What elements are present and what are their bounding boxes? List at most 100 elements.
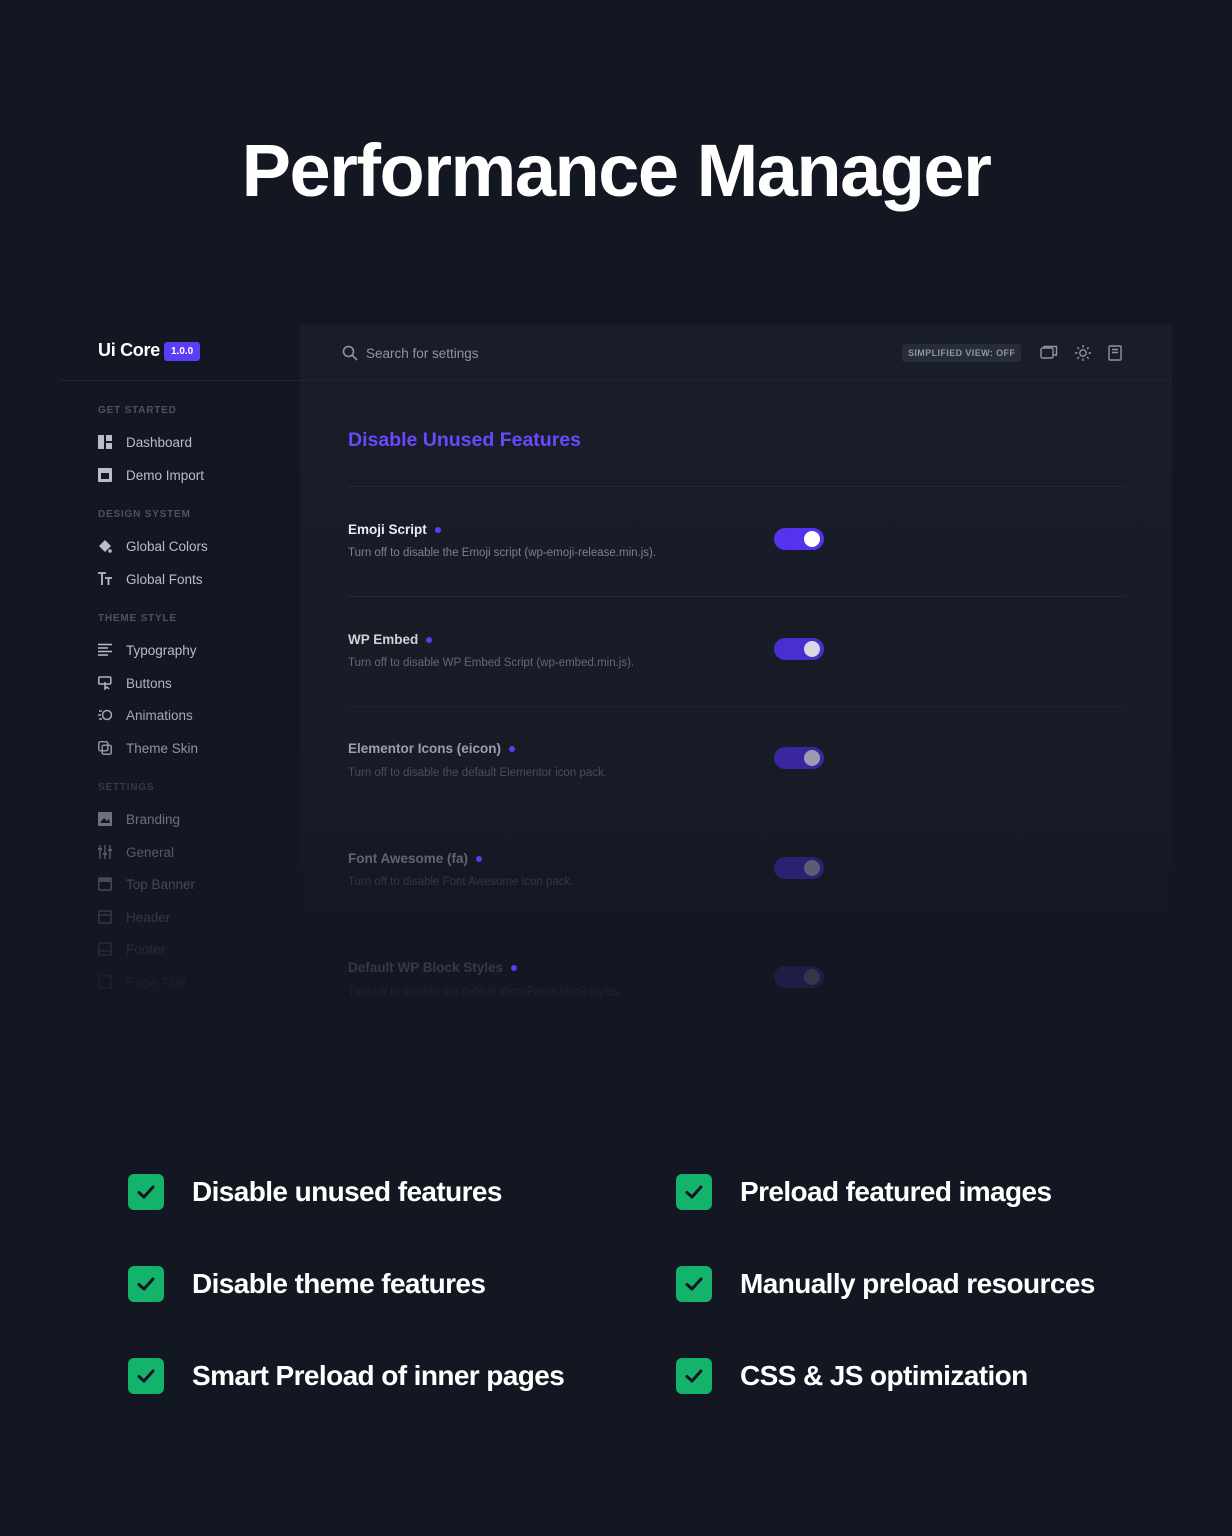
version-badge: 1.0.0 <box>164 342 201 361</box>
footer-icon <box>98 942 112 956</box>
book-icon[interactable] <box>1106 344 1124 362</box>
page-title: Performance Manager <box>241 129 992 212</box>
sidebar-item-label: Global Fonts <box>126 571 203 587</box>
sidebar-item-label: General <box>126 844 175 860</box>
sidebar-item-global-colors[interactable]: Global Colors <box>98 536 208 556</box>
page-title-icon <box>98 975 112 989</box>
sidebar-item-branding[interactable]: Branding <box>98 809 180 829</box>
image-icon <box>98 812 112 826</box>
brand-area: Ui Core 1.0.0 <box>60 325 300 381</box>
sidebar-item-label: Page Title <box>126 974 187 990</box>
sidebar-section-get-started: GET STARTED <box>98 405 177 416</box>
topbar: SIMPLIFIED VIEW: OFF <box>300 325 1172 381</box>
checkmark-icon <box>128 1266 164 1302</box>
banner-icon <box>98 877 112 891</box>
setting-name: Font Awesome (fa) <box>348 851 483 866</box>
setting-name: Emoji Script <box>348 522 441 537</box>
sidebar-item-label: Animations <box>126 707 193 723</box>
sidebar-item-label: Buttons <box>126 675 172 691</box>
paint-bucket-icon <box>98 539 112 553</box>
sliders-icon <box>98 845 112 859</box>
feature-label: Preload featured images <box>740 1176 1052 1207</box>
sidebar-section-settings: SETTINGS <box>98 782 155 793</box>
sidebar-section-design-system: DESIGN SYSTEM <box>98 509 191 520</box>
default-wp-block-styles-toggle[interactable] <box>774 966 824 988</box>
sidebar-item-top-banner[interactable]: Top Banner <box>98 874 195 894</box>
sidebar-item-label: Dashboard <box>126 434 193 450</box>
section-title: Disable Unused Features <box>348 429 581 451</box>
feature-item: Disable unused features <box>128 1172 502 1212</box>
text-align-icon <box>98 643 112 657</box>
feature-item: CSS & JS optimization <box>676 1356 1028 1396</box>
checkmark-icon <box>676 1266 712 1302</box>
main-panel: SIMPLIFIED VIEW: OFF Disable Unused Feat… <box>300 325 1172 925</box>
divider <box>348 486 1126 487</box>
status-dot <box>434 526 441 533</box>
sidebar-item-animations[interactable]: Animations <box>98 705 193 725</box>
sun-icon[interactable] <box>1074 344 1092 362</box>
header-icon <box>98 910 112 924</box>
wp-embed-toggle[interactable] <box>774 638 824 660</box>
sidebar-item-label: Theme Skin <box>126 740 199 756</box>
feature-item: Preload featured images <box>676 1172 1052 1212</box>
divider <box>348 706 1126 707</box>
setting-description: Turn off to disable Font Awesome icon pa… <box>348 876 574 888</box>
status-dot <box>511 964 518 971</box>
status-dot <box>509 745 516 752</box>
search-icon <box>342 345 358 361</box>
font-awesome-toggle[interactable] <box>774 857 824 879</box>
setting-description: Turn off to disable the default Elemento… <box>348 767 607 779</box>
setting-name: Elementor Icons (eicon) <box>348 741 516 756</box>
sidebar-item-general[interactable]: General <box>98 842 174 862</box>
app-window: Ui Core 1.0.0 GET STARTED Dashboard Demo… <box>60 325 1172 1025</box>
sidebar-item-label: Typography <box>126 642 197 658</box>
sidebar-item-typography[interactable]: Typography <box>98 640 197 660</box>
elementor-icons-toggle[interactable] <box>774 747 824 769</box>
logo[interactable]: Ui Core <box>98 340 160 360</box>
sidebar-item-label: Branding <box>126 811 181 827</box>
simplified-view-toggle[interactable]: SIMPLIFIED VIEW: OFF <box>902 344 1022 362</box>
sidebar-item-demo-import[interactable]: Demo Import <box>98 465 204 485</box>
sidebar-item-header[interactable]: Header <box>98 907 170 927</box>
sidebar-item-theme-skin[interactable]: Theme Skin <box>98 738 198 758</box>
skin-icon <box>98 741 112 755</box>
divider <box>348 596 1126 597</box>
checkmark-icon <box>128 1174 164 1210</box>
dashboard-icon <box>98 435 112 449</box>
sidebar-item-global-fonts[interactable]: Global Fonts <box>98 569 203 589</box>
toggle-knob <box>804 860 820 876</box>
feature-label: Smart Preload of inner pages <box>192 1360 565 1391</box>
toggle-knob <box>804 641 820 657</box>
button-cursor-icon <box>98 676 112 690</box>
toggle-knob <box>804 531 820 547</box>
emoji-script-toggle[interactable] <box>774 528 824 550</box>
setting-description: Turn off to disable the Emoji script (wp… <box>348 547 657 559</box>
setting-row-default-wp-block-styles: Default WP Block Styles Turn off to disa… <box>300 325 1172 1025</box>
status-dot <box>426 636 433 643</box>
feature-label: Manually preload resources <box>740 1268 1095 1299</box>
sidebar-item-footer[interactable]: Footer <box>98 939 165 959</box>
sidebar: GET STARTED Dashboard Demo Import DESIGN… <box>60 381 300 1031</box>
feature-label: Disable unused features <box>192 1176 502 1207</box>
sidebar-item-label: Header <box>126 909 171 925</box>
status-dot <box>476 855 483 862</box>
toggle-knob <box>804 750 820 766</box>
setting-description: Turn off to disable WP Embed Script (wp-… <box>348 657 635 669</box>
setting-name: WP Embed <box>348 632 433 647</box>
screens-icon[interactable] <box>1040 344 1058 362</box>
search-input[interactable] <box>366 342 666 364</box>
setting-name: Default WP Block Styles <box>348 960 518 975</box>
sidebar-item-dashboard[interactable]: Dashboard <box>98 432 192 452</box>
font-icon <box>98 572 112 586</box>
checkmark-icon <box>676 1358 712 1394</box>
sidebar-item-page-title[interactable]: Page Title <box>98 972 186 992</box>
checkmark-icon <box>676 1174 712 1210</box>
checkmark-icon <box>128 1358 164 1394</box>
sidebar-item-label: Top Banner <box>126 876 196 892</box>
feature-item: Disable theme features <box>128 1264 486 1304</box>
setting-description: Turn off to disable the default WordPres… <box>348 986 623 998</box>
feature-item: Manually preload resources <box>676 1264 1095 1304</box>
animation-icon <box>98 708 112 722</box>
sidebar-item-buttons[interactable]: Buttons <box>98 673 172 693</box>
sidebar-section-theme-style: THEME STYLE <box>98 613 177 624</box>
